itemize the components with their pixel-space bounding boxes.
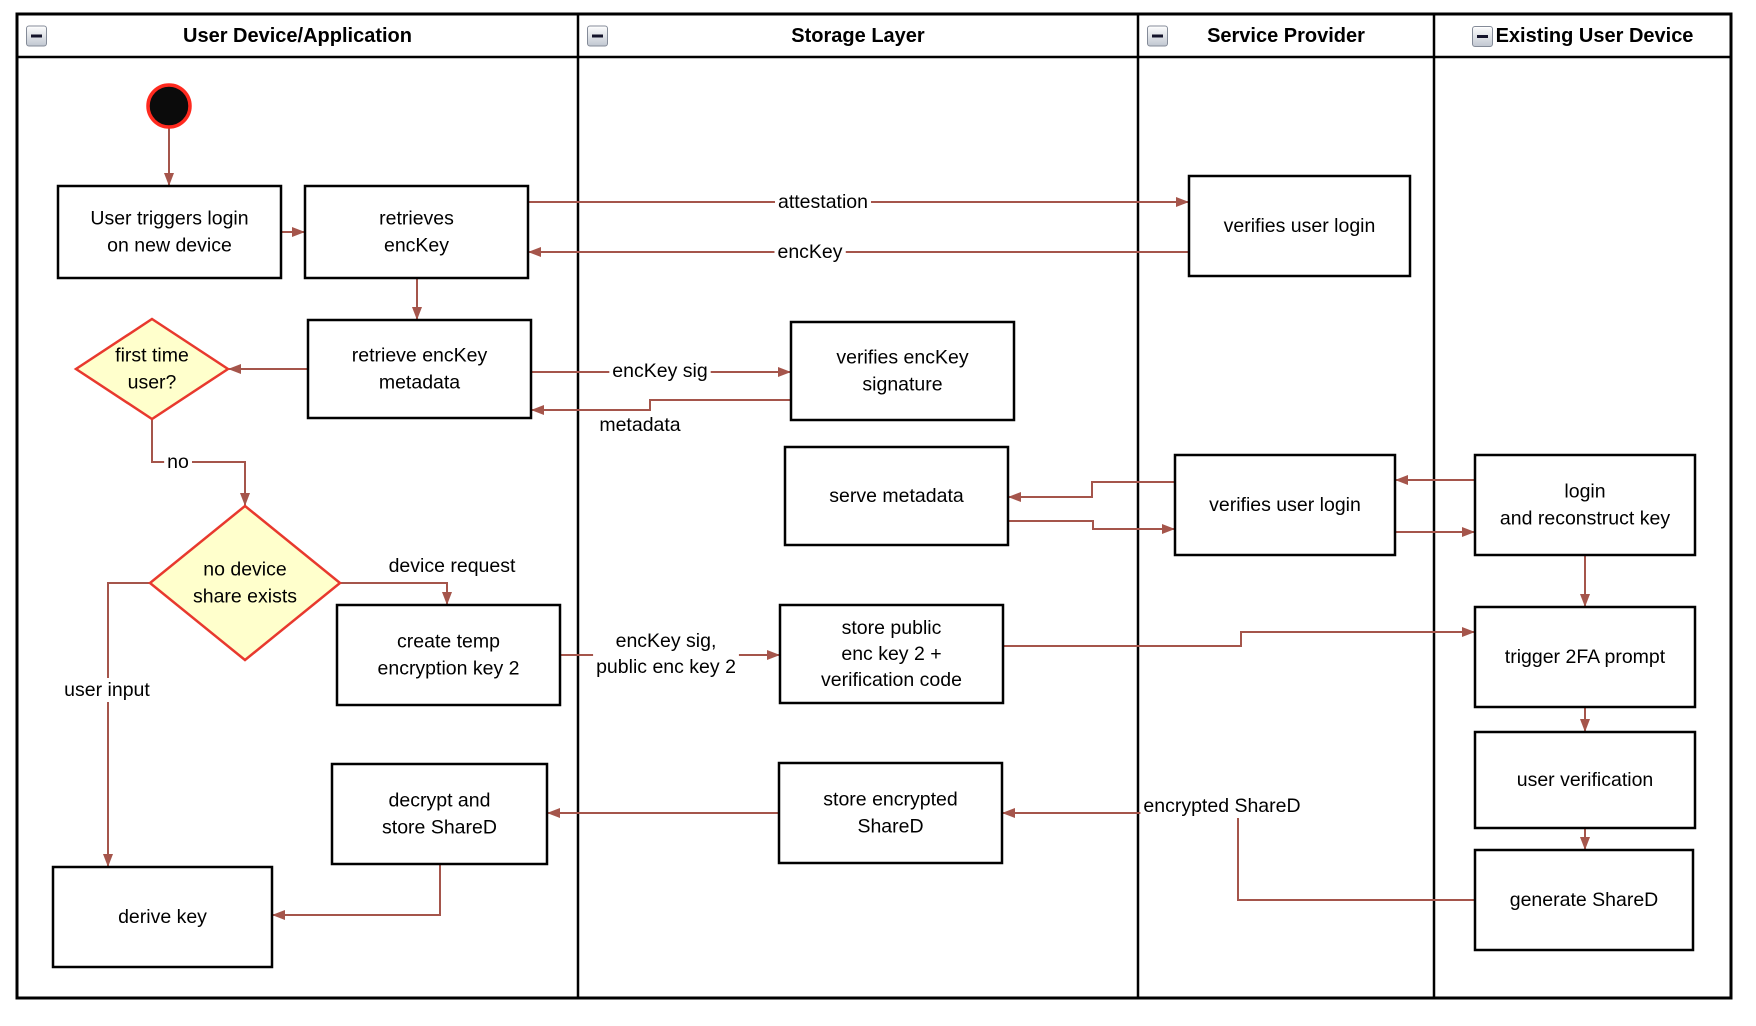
svg-text:device request: device request bbox=[389, 555, 516, 577]
edge-label-no-branch: no bbox=[164, 450, 192, 474]
minus-icon bbox=[31, 34, 42, 38]
svg-text:encrypted ShareD: encrypted ShareD bbox=[1143, 795, 1300, 817]
node-verifies-user-login-top[interactable]: verifies user login bbox=[1187, 174, 1412, 278]
node-label: user verification bbox=[1517, 769, 1654, 791]
node-label: store public bbox=[842, 617, 942, 639]
node-label: store encrypted bbox=[823, 789, 957, 811]
node-label: derive key bbox=[118, 906, 207, 928]
minus-icon bbox=[1152, 34, 1163, 38]
node-verifies-user-login-mid[interactable]: verifies user login bbox=[1173, 453, 1397, 557]
svg-text:attestation: attestation bbox=[778, 191, 868, 213]
edge-label-device-request: device request bbox=[385, 554, 519, 578]
node-login-and-reconstruct-key[interactable]: login and reconstruct key bbox=[1473, 453, 1697, 557]
node-label: retrieve encKey bbox=[352, 345, 488, 367]
collapse-lane-icon[interactable] bbox=[26, 25, 47, 47]
edge-label-metadata-return: metadata bbox=[596, 413, 684, 437]
node-retrieve-enckey-metadata[interactable]: retrieve encKey metadata bbox=[306, 318, 533, 420]
svg-text:user input: user input bbox=[64, 679, 150, 701]
node-label: generate ShareD bbox=[1510, 889, 1659, 911]
node-retrieves-enckey[interactable]: retrieves encKey bbox=[303, 184, 530, 280]
collapse-lane-icon[interactable] bbox=[1147, 25, 1168, 47]
svg-text:encKey: encKey bbox=[777, 241, 842, 263]
edge-label-encrypted-shared: encrypted ShareD bbox=[1140, 794, 1304, 818]
edge-vul-to-serve-metadata bbox=[1008, 481, 1175, 502]
minus-icon bbox=[592, 34, 603, 38]
node-user-triggers-login[interactable]: User triggers login on new device bbox=[56, 184, 283, 280]
node-label: no device bbox=[203, 559, 286, 581]
node-label: verifies encKey bbox=[836, 347, 968, 369]
edge-label-enckey-sig-pubkey2: encKey sig, public enc key 2 bbox=[593, 629, 739, 679]
svg-text:metadata: metadata bbox=[599, 414, 680, 436]
edge-pubkey2-to-2fa bbox=[1003, 627, 1475, 647]
edge-encrypted-shared bbox=[1002, 808, 1475, 901]
svg-text:no: no bbox=[167, 451, 189, 473]
edge-device-request bbox=[340, 582, 452, 605]
node-label: decrypt and bbox=[389, 790, 491, 812]
node-label: encryption key 2 bbox=[378, 658, 520, 680]
edge-no-branch bbox=[151, 419, 250, 506]
node-label: serve metadata bbox=[829, 485, 964, 507]
collapse-lane-icon[interactable] bbox=[587, 25, 608, 47]
connectors bbox=[103, 128, 1590, 920]
lane-title: Existing User Device bbox=[1495, 24, 1694, 47]
node-label: encKey bbox=[384, 235, 449, 257]
node-trigger-2fa-prompt[interactable]: trigger 2FA prompt bbox=[1473, 605, 1697, 709]
node-label: on new device bbox=[107, 235, 232, 257]
node-verifies-enckey-signature[interactable]: verifies encKey signature bbox=[789, 320, 1016, 422]
node-decrypt-and-store-shared[interactable]: decrypt and store ShareD bbox=[330, 762, 549, 866]
node-label: store ShareD bbox=[382, 817, 497, 839]
node-label: create temp bbox=[397, 631, 500, 653]
lane-header-service-provider: Service Provider bbox=[1138, 16, 1434, 56]
node-store-public-enc-key-2[interactable]: store public enc key 2 + verification code bbox=[778, 603, 1005, 705]
lane-frame bbox=[15, 12, 1733, 1000]
edge-label-enckey-return: encKey bbox=[774, 240, 846, 264]
node-first-time-user[interactable]: first time user? bbox=[73, 317, 231, 421]
node-label: share exists bbox=[193, 586, 297, 608]
node-serve-metadata[interactable]: serve metadata bbox=[783, 445, 1010, 547]
minus-icon bbox=[1476, 34, 1488, 38]
node-derive-key[interactable]: derive key bbox=[51, 865, 274, 969]
node-label: login bbox=[1564, 481, 1605, 503]
node-label: trigger 2FA prompt bbox=[1505, 646, 1666, 668]
node-label: verification code bbox=[821, 669, 962, 691]
node-label: ShareD bbox=[857, 816, 923, 838]
start-node-icon[interactable] bbox=[146, 83, 192, 129]
edge-label-attestation: attestation bbox=[775, 190, 871, 214]
lane-title: Storage Layer bbox=[791, 24, 925, 47]
edge-user-input bbox=[103, 582, 150, 867]
node-label: first time bbox=[115, 345, 189, 367]
edge-serve-metadata-to-vul bbox=[1008, 520, 1175, 534]
edge-label-enckey-sig: encKey sig bbox=[609, 359, 711, 383]
collapse-lane-icon[interactable] bbox=[1471, 25, 1493, 47]
edge-metadata-return bbox=[531, 399, 791, 415]
lane-header-existing-user-device: Existing User Device bbox=[1434, 16, 1731, 56]
node-no-device-share-exists[interactable]: no device share exists bbox=[148, 504, 342, 662]
node-label: and reconstruct key bbox=[1500, 508, 1670, 530]
lane-header-user-device: User Device/Application bbox=[17, 16, 578, 56]
edge-decrypt-to-derive bbox=[272, 864, 441, 920]
node-label: user? bbox=[128, 372, 177, 394]
svg-text:encKey sig: encKey sig bbox=[612, 360, 707, 382]
svg-text:public enc key 2: public enc key 2 bbox=[596, 656, 736, 678]
edge-label-user-input: user input bbox=[61, 678, 154, 702]
node-label: signature bbox=[862, 374, 942, 396]
node-create-temp-encryption-key-2[interactable]: create temp encryption key 2 bbox=[335, 603, 562, 707]
node-label: verifies user login bbox=[1209, 494, 1361, 516]
lane-title: Service Provider bbox=[1207, 24, 1365, 47]
node-label: enc key 2 + bbox=[841, 643, 941, 665]
node-label: metadata bbox=[379, 372, 460, 394]
lane-header-storage-layer: Storage Layer bbox=[578, 16, 1138, 56]
node-user-verification[interactable]: user verification bbox=[1473, 730, 1697, 830]
svg-text:encKey sig,: encKey sig, bbox=[616, 630, 717, 652]
node-label: retrieves bbox=[379, 208, 454, 230]
node-label: verifies user login bbox=[1224, 215, 1376, 237]
lane-title: User Device/Application bbox=[183, 24, 412, 47]
node-start[interactable] bbox=[146, 83, 192, 129]
node-label: User triggers login bbox=[90, 208, 248, 230]
node-generate-shared[interactable]: generate ShareD bbox=[1473, 848, 1695, 952]
